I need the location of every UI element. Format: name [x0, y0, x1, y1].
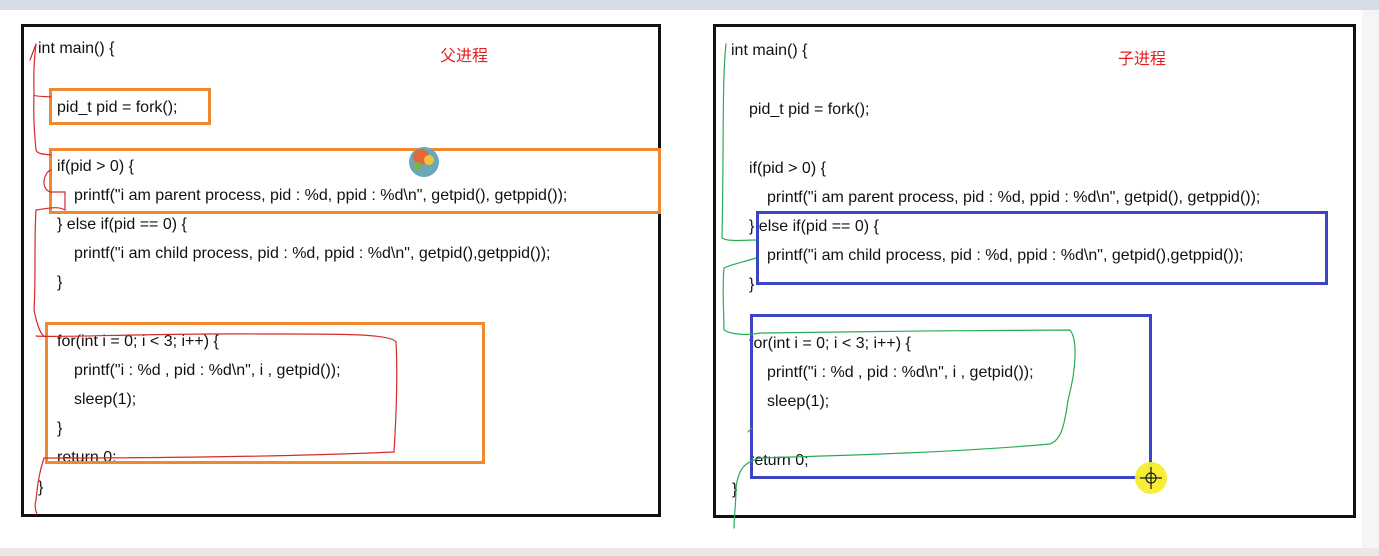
code-line-printf-parent: printf("i am parent process, pid : %d, p…: [767, 189, 1261, 206]
code-line-printf-parent: printf("i am parent process, pid : %d, p…: [74, 187, 568, 204]
child-process-title: 子进程: [1118, 49, 1167, 68]
code-line-if-close: }: [57, 274, 63, 291]
child-branch-highlight-box: [756, 211, 1328, 285]
code-line-fork: pid_t pid = fork();: [749, 101, 870, 118]
fork-highlight-box: [49, 88, 211, 125]
loop-highlight-box: [750, 314, 1152, 479]
code-line-if-parent: if(pid > 0) {: [749, 160, 826, 177]
window-top-strip: [0, 0, 1379, 10]
code-line-main-close: }: [732, 481, 738, 498]
window-bottom-strip: [0, 548, 1379, 556]
code-line-fork: pid_t pid = fork();: [57, 99, 178, 116]
parent-branch-highlight-box: [49, 148, 661, 214]
code-line-main-close: }: [38, 479, 44, 496]
code-line-else-if-child: } else if(pid == 0) {: [57, 216, 187, 233]
code-line-main: int main() {: [731, 42, 808, 59]
loop-highlight-box: [45, 322, 485, 464]
vertical-scrollbar[interactable]: [1362, 10, 1379, 548]
code-line-else-if-child: } else if(pid == 0) {: [749, 218, 879, 235]
code-line-main: int main() {: [38, 40, 115, 57]
parent-process-title: 父进程: [440, 46, 489, 65]
code-line-if-parent: if(pid > 0) {: [57, 158, 134, 175]
code-line-if-close: }: [749, 276, 755, 293]
code-line-printf-child: printf("i am child process, pid : %d, pp…: [74, 245, 551, 262]
